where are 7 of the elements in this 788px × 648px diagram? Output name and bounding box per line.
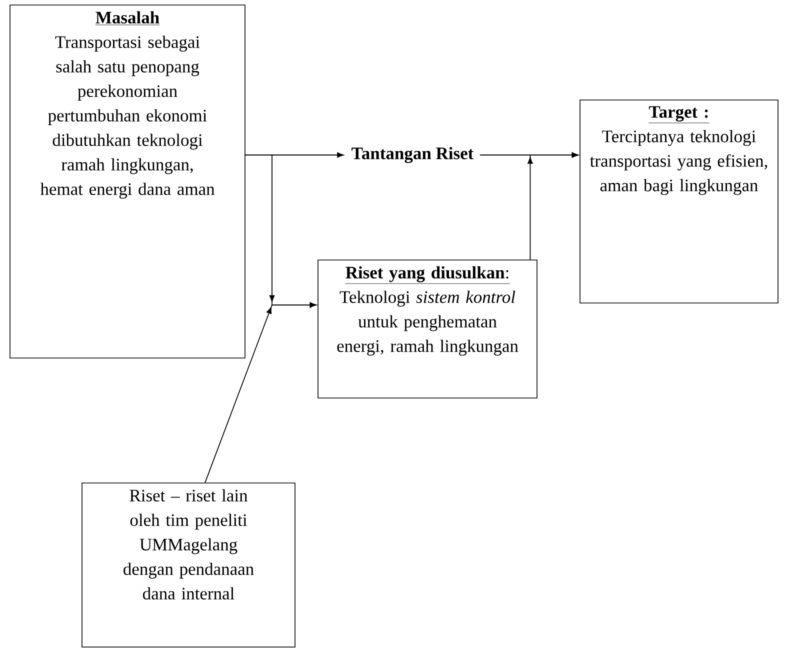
text-box: Riset yang diusulkan: Teknologi sistem kontrol untuk penghematan energi, ramah lingkungan [318,260,538,398]
text-box: Target : Terciptanya teknologi transportasi yang efisien, aman bagi lingkungan [580,100,778,304]
arrow [204,302,316,484]
text-box: Riset – riset lain oleh tim peneliti UMMagelang dengan pendanaan dana internal [82,482,296,648]
arrow [528,152,578,260]
text-box: Masalah Transportasi sebagai salah satu penopang perekonomian pertumbuhan ekonomi dibutuhkan teknologi ramah lingkungan, hemat energi dana aman [10,4,246,358]
bold-text: Tantangan Riset [352,147,474,163]
